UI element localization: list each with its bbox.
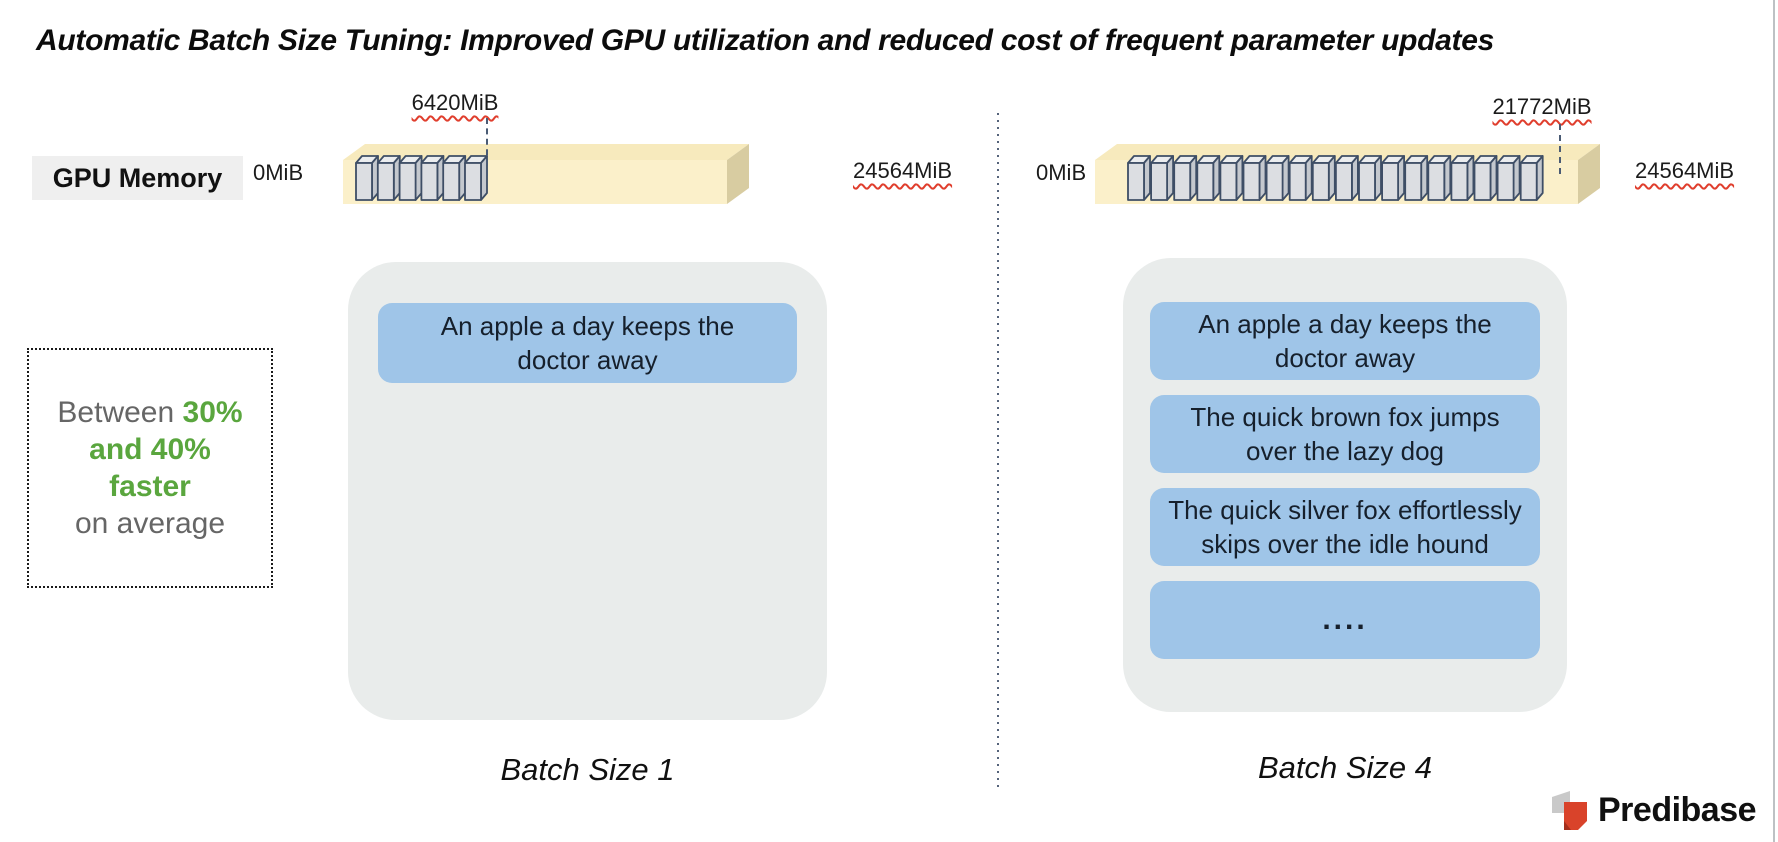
memory-block — [1334, 155, 1359, 201]
memory-block — [1311, 155, 1336, 201]
sentence-box: An apple a day keeps the doctor away — [1150, 302, 1540, 380]
memory-start-label-left: 0MiB — [253, 160, 304, 185]
memory-used-label-right: 21772MiB — [1492, 94, 1592, 119]
memory-block — [1450, 155, 1475, 201]
memory-block — [1150, 155, 1174, 201]
sentence-text: An apple a day keeps the doctor away — [440, 311, 735, 375]
bar-right-face — [1578, 144, 1600, 204]
gpu-memory-label: GPU Memory — [32, 156, 243, 200]
memory-total-label-right: 24564MiB — [1635, 158, 1735, 183]
stat-line-3: faster — [109, 470, 191, 503]
sentence-box-ellipsis: .... — [1150, 581, 1540, 659]
memory-block — [1358, 155, 1382, 201]
sentence-text: .... — [1322, 603, 1368, 636]
gpu-memory-bar-left — [343, 144, 749, 204]
stat-line-2: and 40% — [89, 433, 211, 466]
memory-block — [420, 155, 445, 201]
bar-top-face — [343, 144, 749, 160]
memory-block — [355, 155, 379, 201]
memory-block — [1242, 155, 1267, 201]
memory-block — [1381, 155, 1406, 201]
gpu-memory-bar-right — [1095, 144, 1600, 204]
memory-block — [1265, 155, 1290, 201]
memory-used-marker-right — [1559, 124, 1561, 174]
memory-used-marker-left — [486, 118, 488, 176]
memory-block — [1519, 155, 1544, 201]
predibase-logo-text: Predibase — [1598, 790, 1757, 829]
memory-block — [1196, 155, 1221, 201]
batch-size-caption-left: Batch Size 1 — [500, 752, 675, 787]
predibase-logo: Predibase — [1549, 787, 1757, 833]
memory-block — [1404, 155, 1429, 201]
stat-line-1: Between 30% — [57, 396, 243, 429]
memory-block — [1219, 155, 1244, 201]
sentence-text: The quick brown fox jumps over the lazy … — [1190, 402, 1500, 466]
memory-total-label-left: 24564MiB — [853, 158, 953, 183]
memory-block — [398, 155, 423, 201]
sentence-box: The quick brown fox jumps over the lazy … — [1150, 395, 1540, 473]
memory-block — [376, 155, 401, 201]
batch-size-caption-right: Batch Size 4 — [1257, 750, 1433, 785]
sentence-box: The quick silver fox effortlessly skips … — [1150, 488, 1540, 566]
batch-panel-left: An apple a day keeps the doctor away — [348, 262, 827, 720]
memory-block — [1496, 155, 1521, 201]
bar-right-face — [727, 144, 749, 204]
memory-block — [1127, 155, 1151, 201]
sentence-box: An apple a day keeps the doctor away — [378, 303, 797, 383]
page-edge-line — [1773, 0, 1775, 842]
memory-block — [464, 155, 488, 201]
stat-line-4: on average — [74, 507, 226, 540]
memory-used-label-left: 6420MiB — [411, 90, 499, 115]
slide-title: Automatic Batch Size Tuning: Improved GP… — [36, 24, 1494, 57]
memory-block — [1473, 155, 1498, 201]
speedup-stat-box: Between 30% and 40% faster on average — [27, 348, 273, 588]
sentence-text: The quick silver fox effortlessly skips … — [1168, 495, 1522, 559]
memory-block — [442, 155, 467, 201]
memory-block — [1288, 155, 1313, 201]
memory-start-label-right: 0MiB — [1036, 160, 1087, 185]
predibase-logo-icon — [1552, 791, 1587, 830]
memory-block — [1173, 155, 1198, 201]
sentence-text: An apple a day keeps the doctor away — [1198, 309, 1492, 373]
vertical-dotted-divider — [997, 113, 999, 787]
memory-block — [1427, 155, 1452, 201]
